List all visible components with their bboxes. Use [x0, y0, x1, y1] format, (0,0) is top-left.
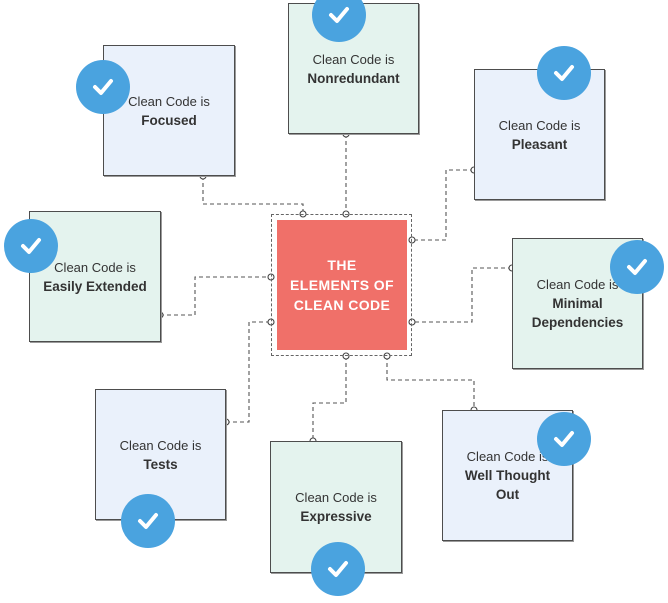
check-icon — [21, 238, 41, 254]
check-badge — [4, 219, 58, 273]
card-title: Easily Extended — [43, 278, 147, 294]
card-prefix: Clean Code is — [498, 117, 581, 133]
card-title: Nonredundant — [307, 70, 400, 86]
center-frame — [271, 214, 412, 356]
check-badge — [311, 542, 365, 596]
check-icon — [138, 513, 158, 529]
card-prefix: Clean Code is — [466, 449, 549, 464]
card-focused: Clean Code is Focused — [103, 45, 235, 176]
center-title: THE ELEMENTS OF CLEAN CODE — [290, 257, 394, 313]
card-prefix: Clean Code is — [295, 490, 377, 505]
card-prefix: Clean Code is — [128, 93, 210, 109]
card-title: Minimal Dependencies — [531, 296, 624, 330]
check-badge — [610, 240, 664, 294]
card-tests: Clean Code is Tests — [95, 389, 226, 520]
check-icon — [328, 561, 348, 577]
check-icon — [93, 79, 113, 95]
card-title: Pleasant — [511, 136, 568, 152]
check-badge — [537, 412, 591, 466]
card-prefix: Clean Code is — [312, 51, 395, 67]
card-prefix: Clean Code is — [536, 277, 619, 292]
center-box: THE ELEMENTS OF CLEAN CODE — [277, 220, 407, 350]
card-title: Expressive — [300, 509, 372, 524]
check-icon — [554, 431, 574, 447]
check-badge — [312, 0, 366, 42]
check-badge — [537, 46, 591, 100]
check-badge — [121, 494, 175, 548]
check-icon — [329, 7, 349, 23]
card-prefix: Clean Code is — [119, 437, 202, 453]
check-icon — [627, 259, 647, 275]
check-badge — [76, 60, 130, 114]
card-title: Tests — [143, 456, 178, 472]
check-icon — [554, 65, 574, 81]
card-prefix: Clean Code is — [54, 259, 136, 275]
card-title: Focused — [141, 112, 197, 128]
card-title: Well Thought Out — [464, 468, 551, 502]
